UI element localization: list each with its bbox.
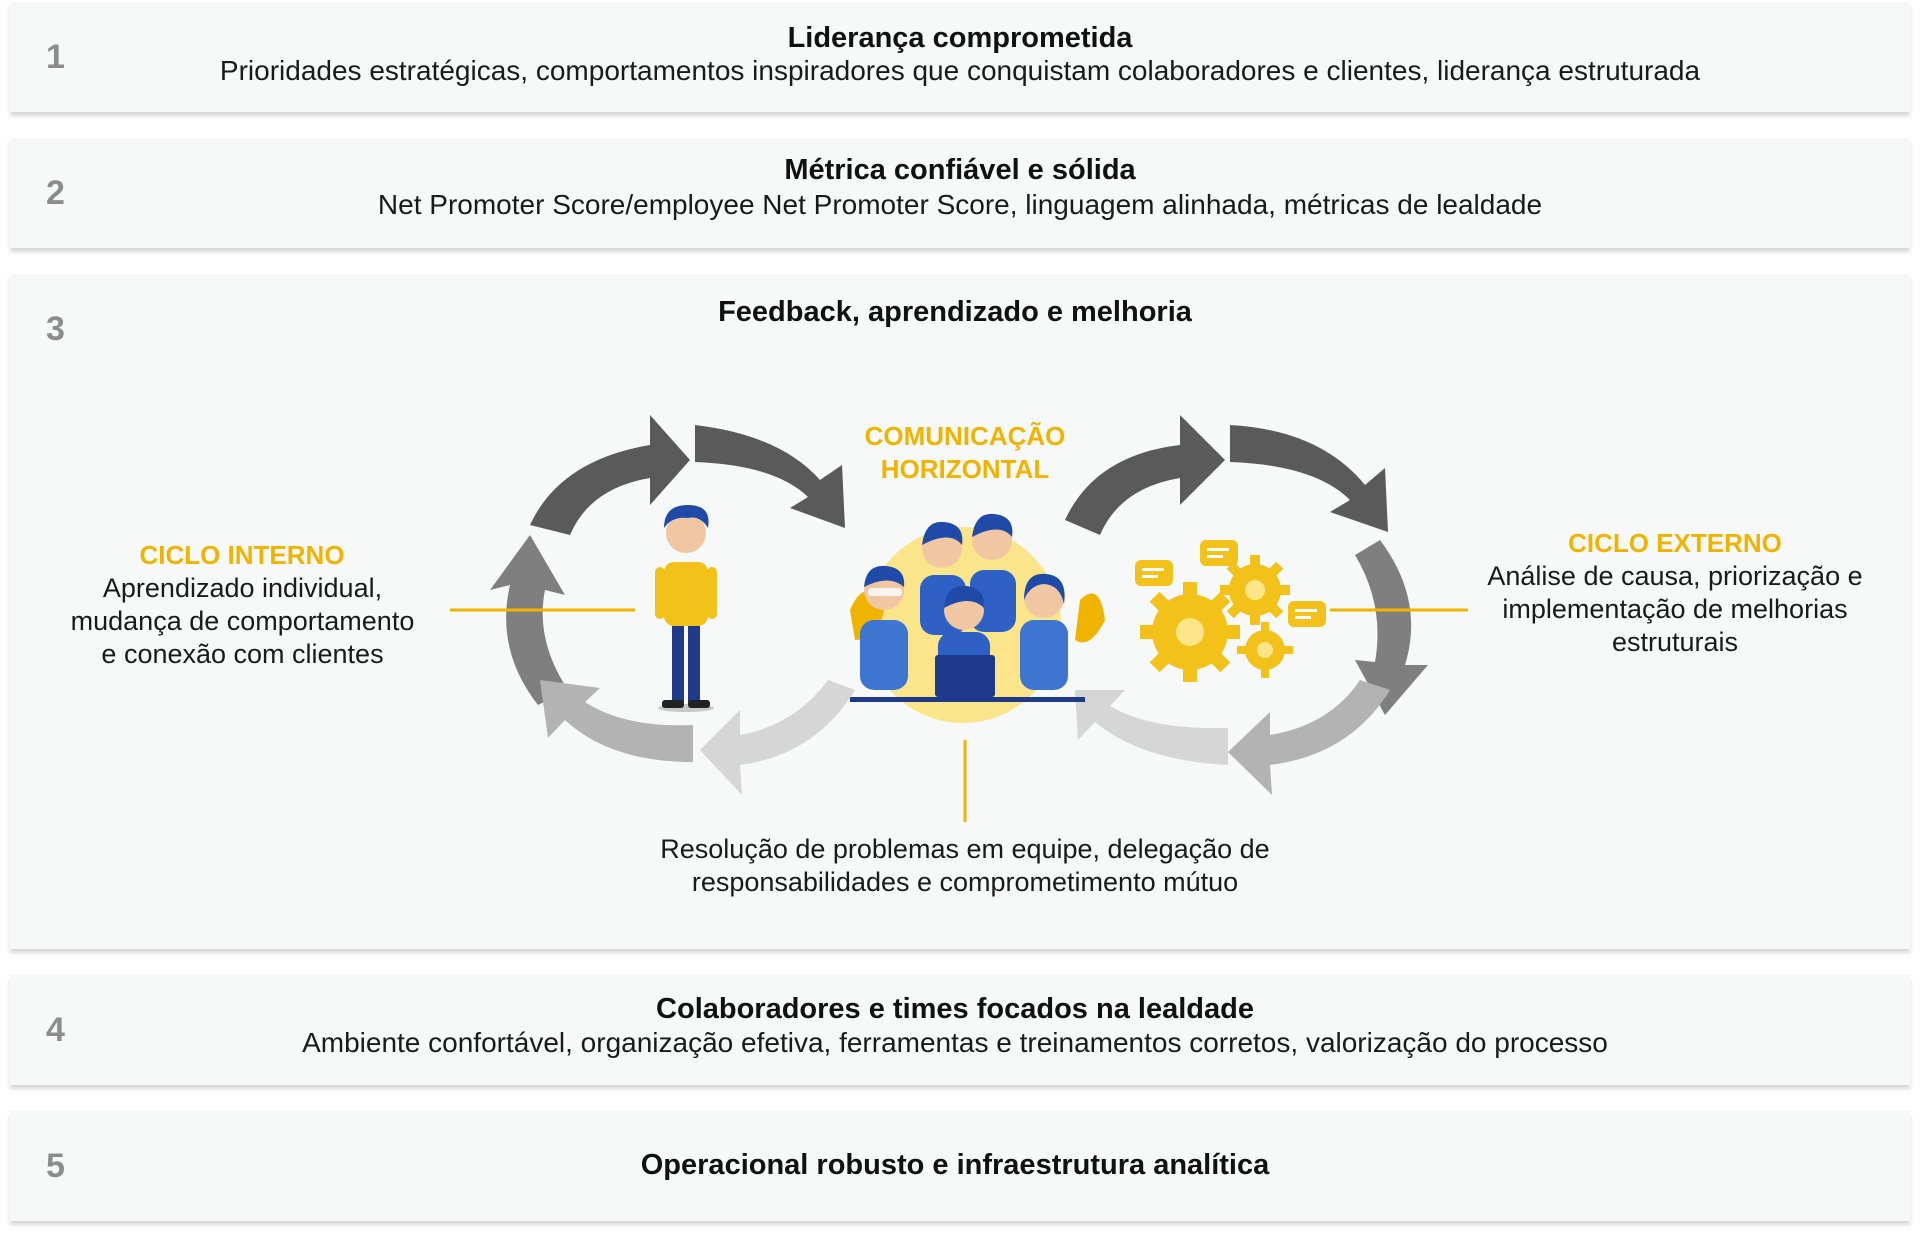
level-number: 5	[46, 1147, 65, 1185]
level-number: 1	[46, 38, 65, 76]
external-cycle-description: Análise de causa, priorização e implemen…	[1460, 560, 1890, 659]
center-label-line-1: COMUNICAÇÃO	[864, 421, 1066, 451]
level-title: Operacional robusto e infraestrutura ana…	[640, 1149, 1270, 1181]
level-title: Métrica confiável e sólida	[784, 154, 1136, 186]
level-title: Feedback, aprendizado e melhoria	[718, 296, 1192, 328]
level-description: Prioridades estratégicas, comportamentos…	[219, 55, 1701, 86]
external-line-3: estruturais	[1611, 627, 1739, 657]
bottom-line-1: Resolução de problemas em equipe, delega…	[660, 834, 1270, 864]
team-icon	[850, 513, 1105, 723]
internal-cycle-label: CICLO INTERNO	[139, 540, 345, 570]
bottom-line-2: responsabilidades e comprometimento mútu…	[691, 867, 1239, 897]
center-label: COMUNICAÇÃO HORIZONTAL	[830, 420, 1100, 486]
external-cycle-label: CICLO EXTERNO	[1568, 528, 1782, 558]
level-description: Net Promoter Score/employee Net Promoter…	[377, 189, 1543, 220]
center-label-line-2: HORIZONTAL	[880, 454, 1050, 484]
level-1-card: 1 Liderança comprometida Prioridades est…	[10, 2, 1910, 112]
internal-line-3: e conexão com clientes	[101, 639, 384, 669]
level-2-card: 2 Métrica confiável e sólida Net Promote…	[10, 138, 1910, 248]
level-description: Ambiente confortável, organização efetiv…	[302, 1027, 1608, 1058]
connector-lines	[450, 608, 1468, 822]
external-line-1: Análise de causa, priorização e	[1487, 561, 1863, 591]
level-title: Liderança comprometida	[787, 22, 1133, 54]
level-number: 4	[46, 1011, 65, 1049]
internal-line-1: Aprendizado individual,	[102, 573, 383, 603]
external-line-2: implementação de melhorias	[1502, 594, 1848, 624]
gears-icon	[1140, 555, 1293, 682]
level-4-card: 4 Colaboradores e times focados na leald…	[10, 975, 1910, 1085]
level-title: Colaboradores e times focados na lealdad…	[656, 993, 1254, 1025]
person-icon	[655, 505, 717, 712]
level-number: 2	[46, 174, 65, 212]
cycle-arrow-icon	[1065, 415, 1428, 795]
level-number: 3	[46, 310, 65, 348]
chat-bubble-icon	[1135, 540, 1326, 627]
internal-line-2: mudança de comportamento	[70, 606, 415, 636]
level-5-card: 5 Operacional robusto e infraestrutura a…	[10, 1111, 1910, 1221]
cycle-arrow-icon	[490, 415, 855, 795]
internal-cycle-description: Aprendizado individual, mudança de compo…	[30, 572, 455, 671]
bottom-description: Resolução de problemas em equipe, delega…	[560, 833, 1370, 899]
